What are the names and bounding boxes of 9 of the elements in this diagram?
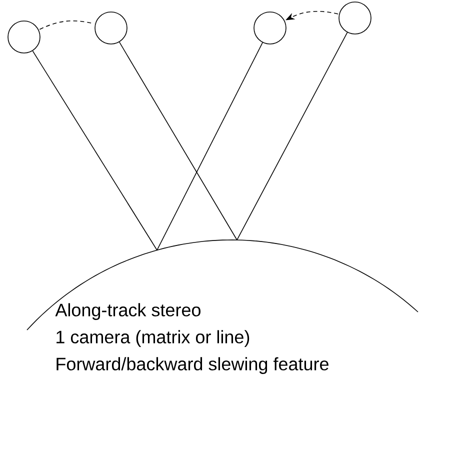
satellite-circle: [94, 12, 128, 44]
sight-line: [118, 42, 238, 240]
earth-surface: Along-track stereo 1 camera (matrix or line) Forward/backward slewing feature: [26, 240, 418, 374]
sight-line: [156, 42, 263, 251]
sight-line: [236, 32, 348, 240]
sight-line: [32, 50, 158, 251]
satellite-circle: [8, 20, 40, 54]
satellite-circle: [338, 2, 372, 34]
satellite-circle: [254, 12, 286, 44]
